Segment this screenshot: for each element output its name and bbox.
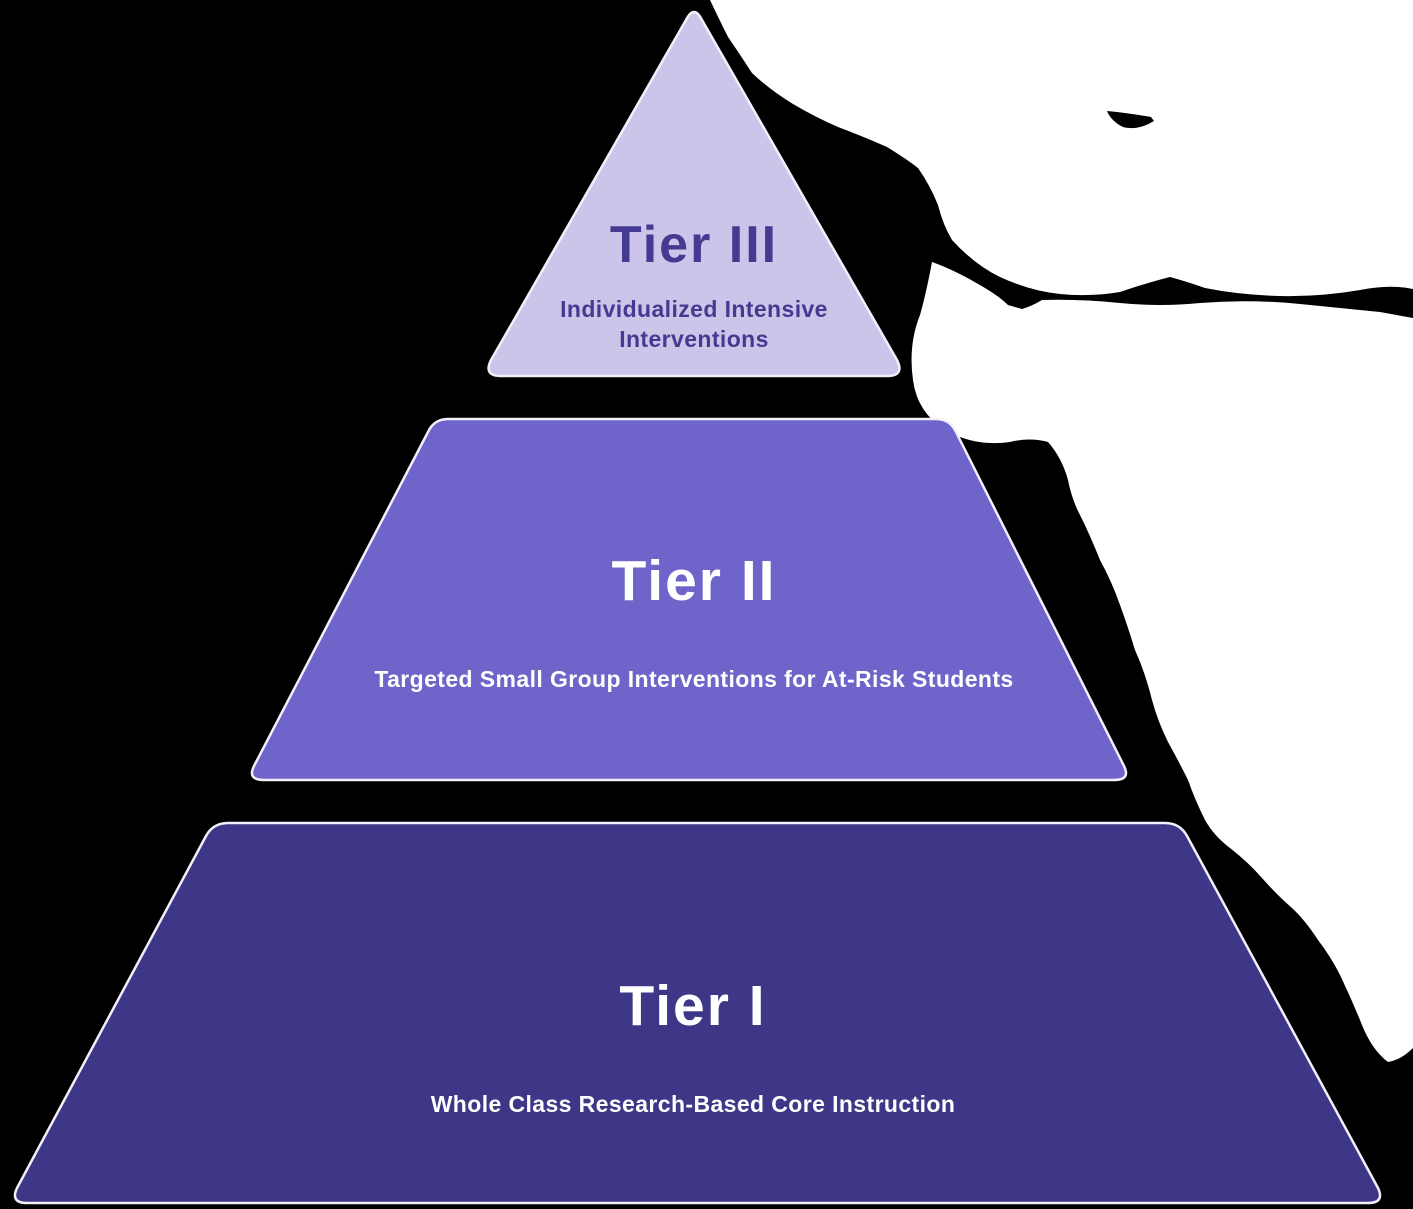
tier-2-title: Tier II (611, 549, 776, 613)
white-overlay-upper-mass (710, 0, 1413, 297)
tier-3-title: Tier III (610, 216, 778, 274)
tier-3-subtitle-line1: Individualized Intensive (560, 296, 828, 322)
tier-1-shape (13, 821, 1382, 1205)
tier-2-subtitle: Targeted Small Group Interventions for A… (374, 666, 1013, 692)
tier-2-shape (250, 417, 1128, 782)
tier-3-subtitle-line2: Interventions (619, 326, 769, 352)
tier-1-title: Tier I (619, 974, 766, 1038)
white-overlay-lower-mass (911, 262, 1413, 1062)
black-swoosh-cutout (1107, 111, 1154, 129)
tier-3-shape (487, 10, 901, 378)
tier-1-subtitle: Whole Class Research-Based Core Instruct… (431, 1091, 956, 1117)
